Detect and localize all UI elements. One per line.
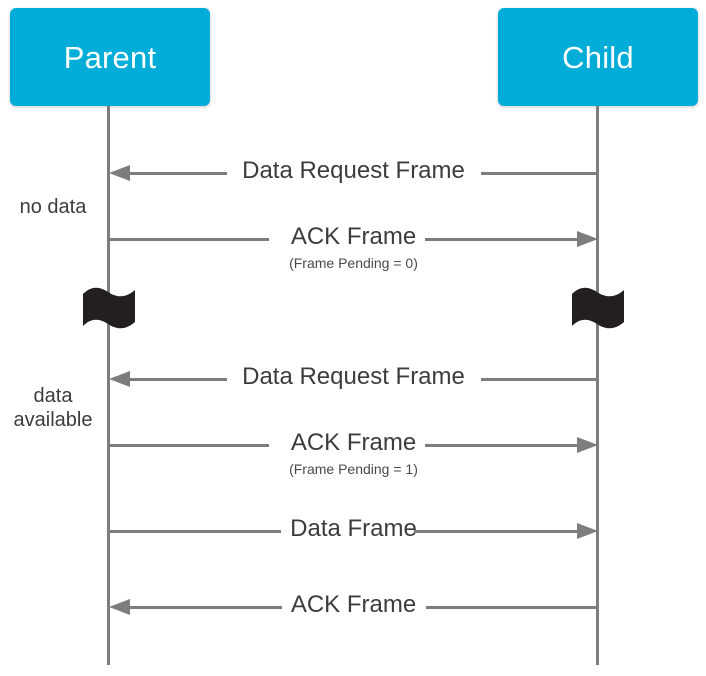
actor-box-child[interactable]: Child [498,8,698,106]
message-line-segment [414,530,577,533]
message-label-6: ACK Frame [290,591,417,618]
message-line-segment [481,378,598,381]
message-sublabel-2: (Frame Pending = 0) [289,255,418,271]
message-caption-1: Data Request Frame [109,159,598,196]
message-label-2: ACK Frame [290,223,417,250]
side-note-no-data-line1: no data [19,196,87,218]
message-caption-6: ACK Frame [109,593,598,630]
lifeline-parent [107,106,110,665]
break-marker-parent-flag-icon [81,284,137,332]
message-line-segment [481,172,598,175]
message-line-segment [130,172,227,175]
side-note-data-available: data available [4,385,102,432]
message-label-5: Data Frame [290,515,417,542]
arrowhead-left-icon [109,599,130,615]
message-caption-3: Data Request Frame [109,365,598,402]
message-line-segment [130,378,227,381]
message-line-segment [426,606,598,609]
message-caption-2: ACK Frame (Frame Pending = 0) [109,225,598,276]
message-line-segment [425,444,577,447]
message-line-segment [109,238,269,241]
actor-box-parent[interactable]: Parent [10,8,210,106]
side-note-data-available-line1: data [33,385,73,407]
message-label-4: ACK Frame [290,429,417,456]
side-note-no-data: no data [4,196,102,220]
message-line-segment [425,238,577,241]
message-label-1: Data Request Frame [242,157,465,184]
message-sublabel-4: (Frame Pending = 1) [289,461,418,477]
arrowhead-right-icon [577,437,598,453]
message-line-segment [109,530,281,533]
arrowhead-right-icon [577,231,598,247]
arrowhead-left-icon [109,371,130,387]
actor-label-child: Child [562,39,634,75]
break-marker-child-flag-icon [570,284,626,332]
arrowhead-right-icon [577,523,598,539]
arrowhead-left-icon [109,165,130,181]
message-label-3: Data Request Frame [242,363,465,390]
message-caption-5: Data Frame [109,517,598,554]
side-note-data-available-line2: available [13,408,93,431]
actor-label-parent: Parent [63,39,157,75]
message-line-segment [109,444,269,447]
lifeline-child [596,106,599,665]
message-caption-4: ACK Frame (Frame Pending = 1) [109,431,598,482]
message-line-segment [130,606,282,609]
